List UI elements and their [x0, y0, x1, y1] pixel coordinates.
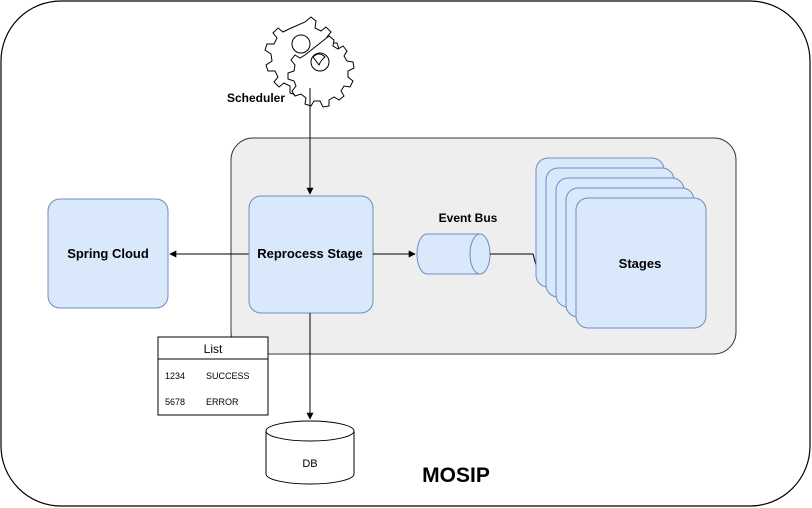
list-row-1-id: 1234	[165, 371, 185, 381]
stages-stack[interactable]	[535, 157, 707, 329]
spring-cloud-label: Spring Cloud	[67, 246, 149, 261]
event-bus-queue[interactable]	[416, 233, 491, 275]
scheduler-label: Scheduler	[227, 91, 285, 105]
db-cylinder[interactable]	[265, 420, 355, 485]
reprocess-stage-label: Reprocess Stage	[257, 246, 363, 261]
spring-cloud-node[interactable]	[47, 198, 169, 309]
list-row-2-id: 5678	[165, 397, 185, 407]
gears-icon	[264, 16, 355, 108]
list-row-2-status: ERROR	[206, 397, 239, 407]
stages-label: Stages	[619, 256, 662, 271]
list-row-1-status: SUCCESS	[206, 371, 250, 381]
event-bus-label: Event Bus	[439, 211, 498, 225]
db-label: DB	[302, 458, 317, 470]
mosip-label: MOSIP	[422, 464, 490, 487]
list-table	[157, 336, 269, 416]
list-title: List	[204, 342, 223, 356]
